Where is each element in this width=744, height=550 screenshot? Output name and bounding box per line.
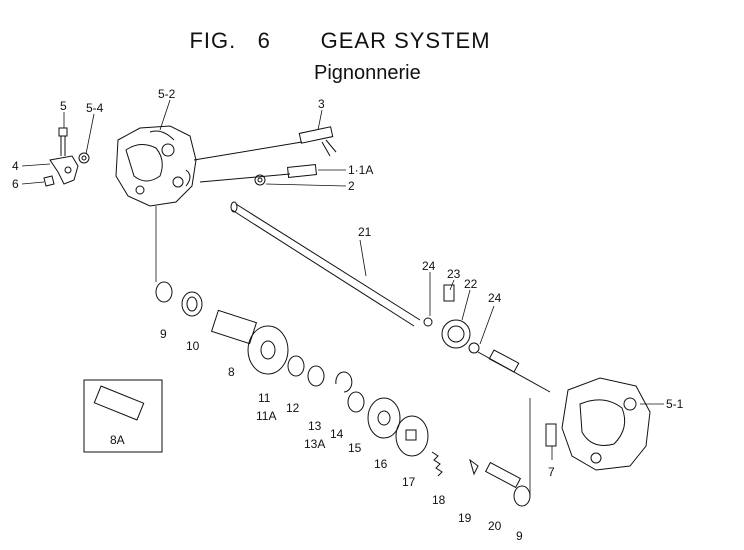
callout-labels: 5 5-4 5-2 3 4 6 1·1A 2 21 24 23 22 24 9 … [12, 87, 684, 543]
label-5-1: 5-1 [666, 397, 684, 411]
label-1-1a: 1·1A [348, 163, 373, 177]
label-5: 5 [60, 99, 67, 113]
label-5-2: 5-2 [158, 87, 176, 101]
label-21: 21 [358, 225, 372, 239]
figure-title: FIG. 6 GEAR SYSTEM [0, 28, 680, 54]
label-24-right: 24 [488, 291, 502, 305]
label-16: 16 [374, 457, 388, 471]
label-14: 14 [330, 427, 344, 441]
long-shaft-21 [230, 201, 421, 327]
label-22: 22 [464, 277, 478, 291]
label-4: 4 [12, 159, 19, 173]
label-9-left: 9 [160, 327, 167, 341]
label-24-top: 24 [422, 259, 436, 273]
label-23: 23 [447, 267, 461, 281]
label-15: 15 [348, 441, 362, 455]
label-12: 12 [286, 401, 300, 415]
label-18: 18 [432, 493, 446, 507]
figure-subtitle: Pignonnerie [314, 62, 421, 84]
label-20: 20 [488, 519, 502, 533]
label-11a: 11A [256, 409, 276, 423]
label-6: 6 [12, 177, 19, 191]
label-5-4: 5-4 [86, 101, 104, 115]
label-2: 2 [348, 179, 355, 193]
label-8a: 8A [110, 433, 125, 447]
inset-8a [83, 379, 163, 453]
label-3: 3 [318, 97, 325, 111]
fig-number: 6 [257, 28, 271, 53]
label-9-right: 9 [516, 529, 523, 543]
label-8: 8 [228, 365, 235, 379]
label-13: 13 [308, 419, 322, 433]
shaft-1 [199, 164, 317, 186]
label-19: 19 [458, 511, 472, 525]
gear-22-assembly [423, 284, 551, 393]
label-7: 7 [548, 465, 555, 479]
left-housing [115, 125, 197, 207]
label-11: 11 [258, 391, 271, 405]
leader-lines [21, 99, 664, 496]
fig-label: FIG. [189, 28, 237, 53]
label-10: 10 [186, 339, 200, 353]
label-13a: 13A [304, 437, 325, 451]
label-17: 17 [402, 475, 416, 489]
fig-title-text: GEAR SYSTEM [320, 28, 491, 53]
right-housing [561, 377, 651, 471]
screw-assembly [43, 127, 90, 187]
parts-row [155, 281, 557, 507]
shift-rod-3 [193, 126, 337, 161]
